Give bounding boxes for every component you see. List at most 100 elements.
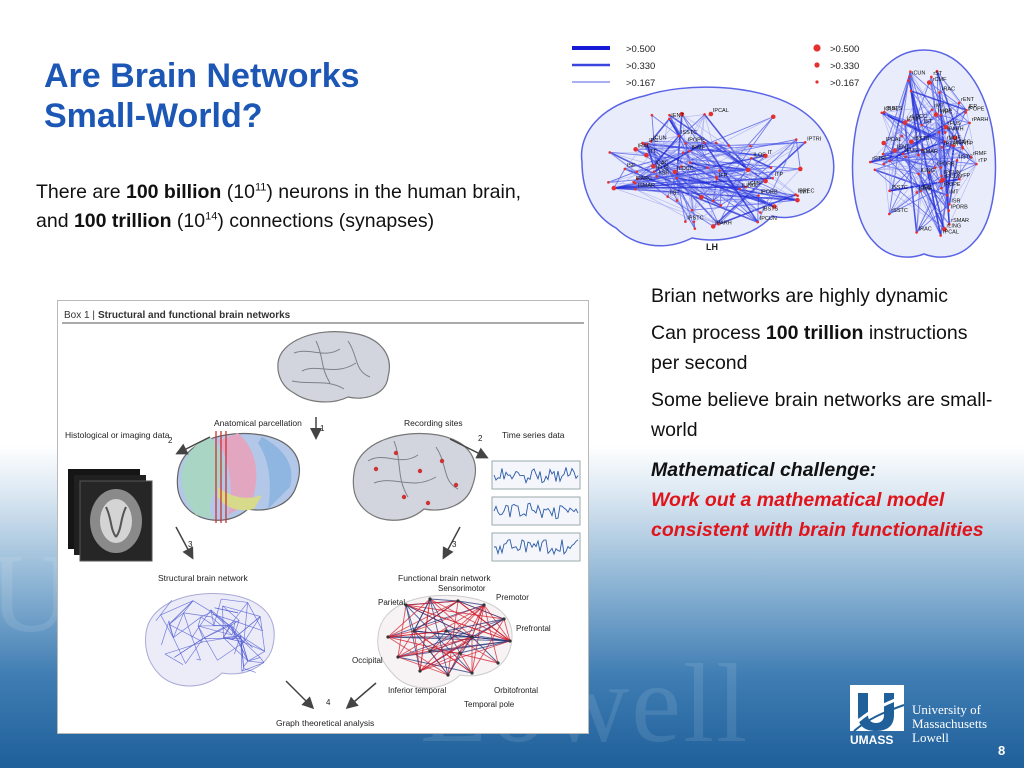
network-edge xyxy=(931,76,942,168)
structural-edge xyxy=(241,662,265,672)
region-label: IIST xyxy=(670,191,681,197)
network-edge xyxy=(959,146,963,180)
network-edge xyxy=(720,186,747,206)
region-label: rMOF xyxy=(947,136,962,142)
region-label: rSMAR xyxy=(951,218,969,224)
region-label: rPCUN xyxy=(944,174,961,180)
logo-massachusetts: Massachusetts xyxy=(912,716,988,731)
node-legend-label: >0.330 xyxy=(830,61,859,72)
network-node xyxy=(917,153,920,157)
functional-edge xyxy=(471,636,511,642)
network-node xyxy=(920,123,924,127)
region-occipital: Occipital xyxy=(352,656,383,665)
region-label: IRMF xyxy=(919,186,933,192)
region-label: ILOF xyxy=(753,152,766,158)
network-edge xyxy=(881,112,896,151)
region-label: rPORB xyxy=(937,162,955,168)
network-node xyxy=(756,220,759,224)
network-edge xyxy=(910,90,942,236)
time-series xyxy=(491,460,581,562)
network-node xyxy=(938,91,941,94)
network-node xyxy=(738,187,742,191)
network-edge xyxy=(921,124,945,142)
region-label: rTP xyxy=(978,158,987,164)
structural-edge xyxy=(240,638,249,662)
step-2-right: 2 xyxy=(478,434,483,443)
network-node xyxy=(692,220,696,224)
functional-edge xyxy=(429,598,459,602)
network-edge xyxy=(667,196,714,227)
histology-slices xyxy=(68,469,153,562)
structural-network xyxy=(145,593,275,687)
structural-edge xyxy=(164,653,184,665)
network-edge xyxy=(938,132,942,168)
structural-edge xyxy=(164,641,203,655)
network-node xyxy=(909,70,912,73)
functional-node xyxy=(404,603,408,607)
region-label: IFP xyxy=(968,104,977,110)
network-edge xyxy=(751,158,798,196)
lh-nodes xyxy=(607,111,807,230)
box1-figure: Box 1 | Structural and functional brain … xyxy=(57,300,589,734)
structural-edge xyxy=(232,620,240,640)
network-node xyxy=(917,172,920,176)
network-edge xyxy=(715,142,749,171)
network-edge xyxy=(704,142,773,179)
network-node xyxy=(939,166,943,169)
network-node xyxy=(939,234,942,237)
structural-edge xyxy=(247,651,265,662)
network-edge xyxy=(669,114,690,152)
network-node xyxy=(650,113,654,117)
region-label: rPARH xyxy=(972,117,989,123)
network-node xyxy=(940,146,944,149)
structural-edge xyxy=(217,641,245,661)
structural-edge xyxy=(161,620,170,646)
network-edge xyxy=(650,141,691,163)
functional-edge xyxy=(397,636,473,658)
structural-edge xyxy=(192,600,212,613)
structural-edge xyxy=(197,625,233,636)
structural-edge xyxy=(210,609,215,626)
network-node xyxy=(921,148,924,152)
region-label: IBSTS xyxy=(762,207,778,213)
region-label: IST xyxy=(924,119,933,125)
network-node xyxy=(714,175,718,179)
region-label: rLOCC xyxy=(910,114,927,120)
network-node xyxy=(915,231,918,234)
network-edge xyxy=(889,190,945,230)
functional-edge xyxy=(459,640,511,654)
region-label: IPARH xyxy=(947,127,963,133)
structural-edge xyxy=(247,660,264,664)
network-edge xyxy=(883,80,909,165)
region-label: ITP xyxy=(964,141,973,147)
network-node xyxy=(796,194,799,198)
network-node xyxy=(945,193,949,197)
node-legend: >0.500 >0.330 >0.167 xyxy=(813,44,859,89)
intro-sup-1: 11 xyxy=(254,181,267,194)
structural-edge xyxy=(202,620,236,639)
network-edge xyxy=(668,118,680,137)
structural-edge xyxy=(222,605,224,638)
network-edge xyxy=(716,169,749,178)
network-edge xyxy=(883,109,933,165)
region-label: IMT xyxy=(949,189,959,195)
network-node xyxy=(763,178,768,184)
network-node xyxy=(666,195,669,198)
network-edge xyxy=(936,71,953,146)
network-edge xyxy=(956,122,971,161)
logo-lowell: Lowell xyxy=(912,730,949,745)
network-node xyxy=(727,144,731,147)
network-node xyxy=(940,186,943,190)
functional-edge xyxy=(503,618,511,642)
network-edge xyxy=(609,152,676,173)
network-edge xyxy=(881,102,960,114)
functional-edge xyxy=(405,604,421,672)
network-edge xyxy=(747,169,759,196)
network-edge xyxy=(881,112,945,143)
structural-edge xyxy=(243,616,261,643)
label-anatomical: Anatomical parcellation xyxy=(214,418,302,428)
logo-university: University of xyxy=(912,702,981,717)
region-label: ICMF xyxy=(907,117,921,123)
network-edge xyxy=(676,177,798,201)
structural-edge xyxy=(173,616,202,638)
